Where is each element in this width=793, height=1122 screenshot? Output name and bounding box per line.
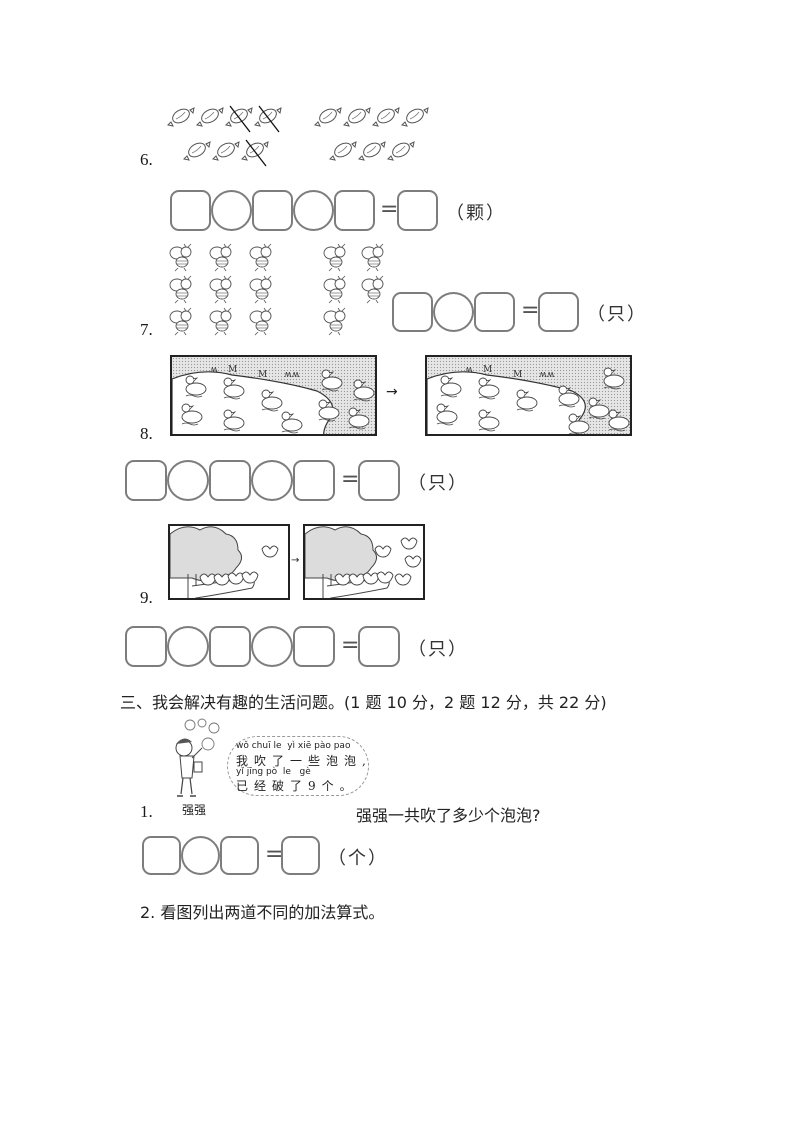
- question-number: 7.: [140, 320, 153, 339]
- answer-box[interactable]: [142, 836, 181, 875]
- question-number: 6.: [140, 150, 153, 169]
- speech-pinyin-line1: wǒ chuī le yì xiē pào pao: [236, 741, 351, 751]
- operator-circle[interactable]: [251, 626, 293, 667]
- arrow-icon: →: [291, 555, 300, 566]
- character-name-label: 强强: [182, 803, 207, 817]
- boy-blowing-bubbles-icon: [175, 718, 220, 797]
- svg-text:ʍʍ: ʍʍ: [539, 370, 555, 380]
- result-box[interactable]: [358, 626, 400, 667]
- birds-before-picture: [168, 524, 290, 600]
- speech-hanzi-line1: 我吹了一些泡泡,: [236, 754, 372, 768]
- answer-box[interactable]: [125, 626, 167, 667]
- answer-box[interactable]: [293, 460, 335, 501]
- svg-text:ʍ: ʍ: [210, 365, 218, 375]
- bee-picture: [169, 243, 384, 336]
- result-box[interactable]: [281, 836, 320, 875]
- answer-box[interactable]: [334, 190, 375, 231]
- question-number: 8.: [140, 424, 153, 443]
- answer-box[interactable]: [474, 292, 515, 332]
- result-box[interactable]: [358, 460, 400, 501]
- equals-sign: =: [521, 298, 540, 323]
- answer-box[interactable]: [209, 460, 251, 501]
- answer-box[interactable]: [209, 626, 251, 667]
- answer-box[interactable]: [293, 626, 335, 667]
- operator-circle[interactable]: [167, 460, 209, 501]
- unit-label: （颗）: [446, 203, 506, 224]
- svg-text:M: M: [483, 365, 492, 375]
- equals-sign: =: [380, 197, 399, 222]
- question-number: 9.: [140, 588, 153, 607]
- equals-sign: =: [265, 842, 284, 867]
- operator-circle[interactable]: [167, 626, 209, 667]
- unit-label: （个）: [328, 848, 388, 869]
- operator-circle[interactable]: [211, 190, 252, 231]
- candy-picture: [167, 105, 429, 167]
- operator-circle[interactable]: [293, 190, 334, 231]
- answer-box[interactable]: [252, 190, 293, 231]
- answer-box[interactable]: [220, 836, 259, 875]
- speech-pinyin-line2: yǐ jīng pò le gè: [236, 767, 311, 777]
- result-box[interactable]: [538, 292, 579, 332]
- speech-bubble: wǒ chuī le yì xiē pào pao 我吹了一些泡泡, yǐ jī…: [227, 736, 369, 796]
- birds-after-picture: [303, 524, 425, 600]
- svg-text:M: M: [228, 365, 237, 375]
- result-box[interactable]: [397, 190, 438, 231]
- svg-text:M: M: [513, 370, 522, 380]
- answer-box[interactable]: [125, 460, 167, 501]
- operator-circle[interactable]: [433, 292, 474, 332]
- equals-sign: =: [341, 467, 360, 492]
- unit-label: （只）: [408, 473, 468, 494]
- unit-label: （只）: [408, 639, 468, 660]
- unit-label: （只）: [587, 304, 647, 325]
- operator-circle[interactable]: [181, 836, 220, 875]
- problem-2-text: 2. 看图列出两道不同的加法算式。: [140, 903, 385, 922]
- svg-text:ʍ: ʍ: [465, 365, 473, 375]
- operator-circle[interactable]: [251, 460, 293, 501]
- speech-hanzi-line2: 已经破了9个。: [236, 779, 358, 793]
- problem-1-question: 强强一共吹了多少个泡泡?: [356, 806, 541, 825]
- section-3-title: 三、我会解决有趣的生活问题。(1 题 10 分，2 题 12 分，共 22 分): [120, 693, 607, 712]
- problem-number: 1.: [140, 802, 153, 821]
- svg-text:M: M: [258, 370, 267, 380]
- svg-text:ʍʍ: ʍʍ: [284, 370, 300, 380]
- answer-box[interactable]: [170, 190, 211, 231]
- arrow-icon: →: [386, 384, 398, 400]
- answer-box[interactable]: [392, 292, 433, 332]
- equals-sign: =: [341, 633, 360, 658]
